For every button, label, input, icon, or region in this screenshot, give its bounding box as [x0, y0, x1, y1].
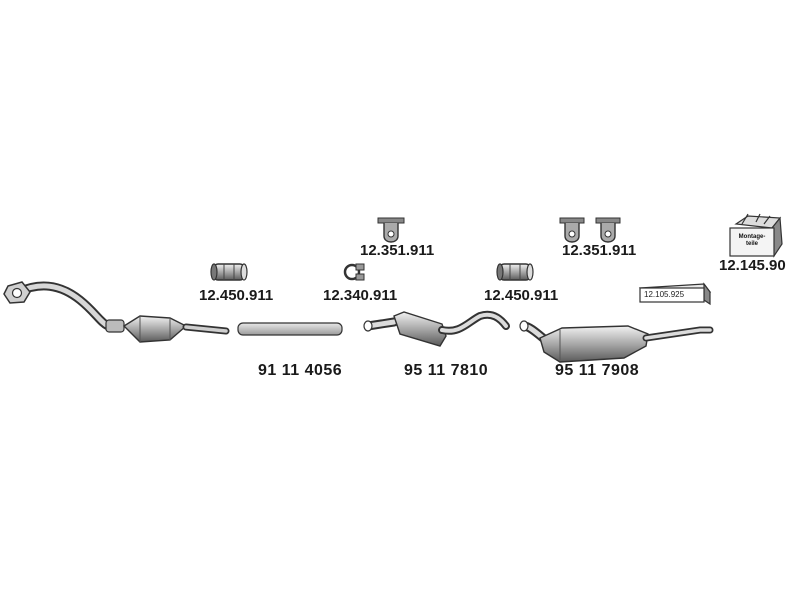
part-number-hanger-left: 12.351.911	[360, 242, 435, 259]
mounting-kit-icon[interactable]	[729, 213, 783, 258]
part-number-clamp-ring: 12.340.911	[323, 287, 398, 304]
part-number-clamp-right: 12.450.911	[484, 287, 559, 304]
part-number-hanger-right: 12.351.911	[562, 242, 637, 259]
rubber-hanger-icon[interactable]	[377, 217, 405, 243]
ring-clamp-icon[interactable]	[343, 263, 365, 281]
part-number-middle-pipe: 91 11 4056	[258, 362, 343, 379]
part-number-center-muffler: 95 11 7810	[404, 362, 489, 379]
pipe-clamp-icon[interactable]	[210, 263, 248, 281]
flange-icon	[3, 281, 31, 304]
part-number-rear-muffler: 95 11 7908	[555, 362, 640, 379]
mounting-kit-box-text-2: teile	[745, 241, 758, 247]
pipe-clamp-icon[interactable]	[496, 263, 534, 281]
parts-box-icon[interactable]	[638, 282, 712, 306]
catalytic-converter-icon[interactable]	[3, 281, 230, 343]
mounting-kit-box-text-1: Montage-	[738, 234, 766, 240]
center-muffler-icon[interactable]	[363, 310, 510, 347]
part-number-small-box: 12.105.925	[644, 290, 685, 299]
straight-pipe-icon[interactable]	[237, 322, 343, 336]
part-number-mounting-kit: 12.145.90	[719, 257, 786, 274]
mounting-kit-box-text: Montage- teile	[731, 234, 773, 248]
part-number-clamp-left: 12.450.911	[199, 287, 274, 304]
double-rubber-hanger-icon[interactable]	[559, 217, 621, 243]
rear-muffler-icon[interactable]	[519, 320, 714, 363]
